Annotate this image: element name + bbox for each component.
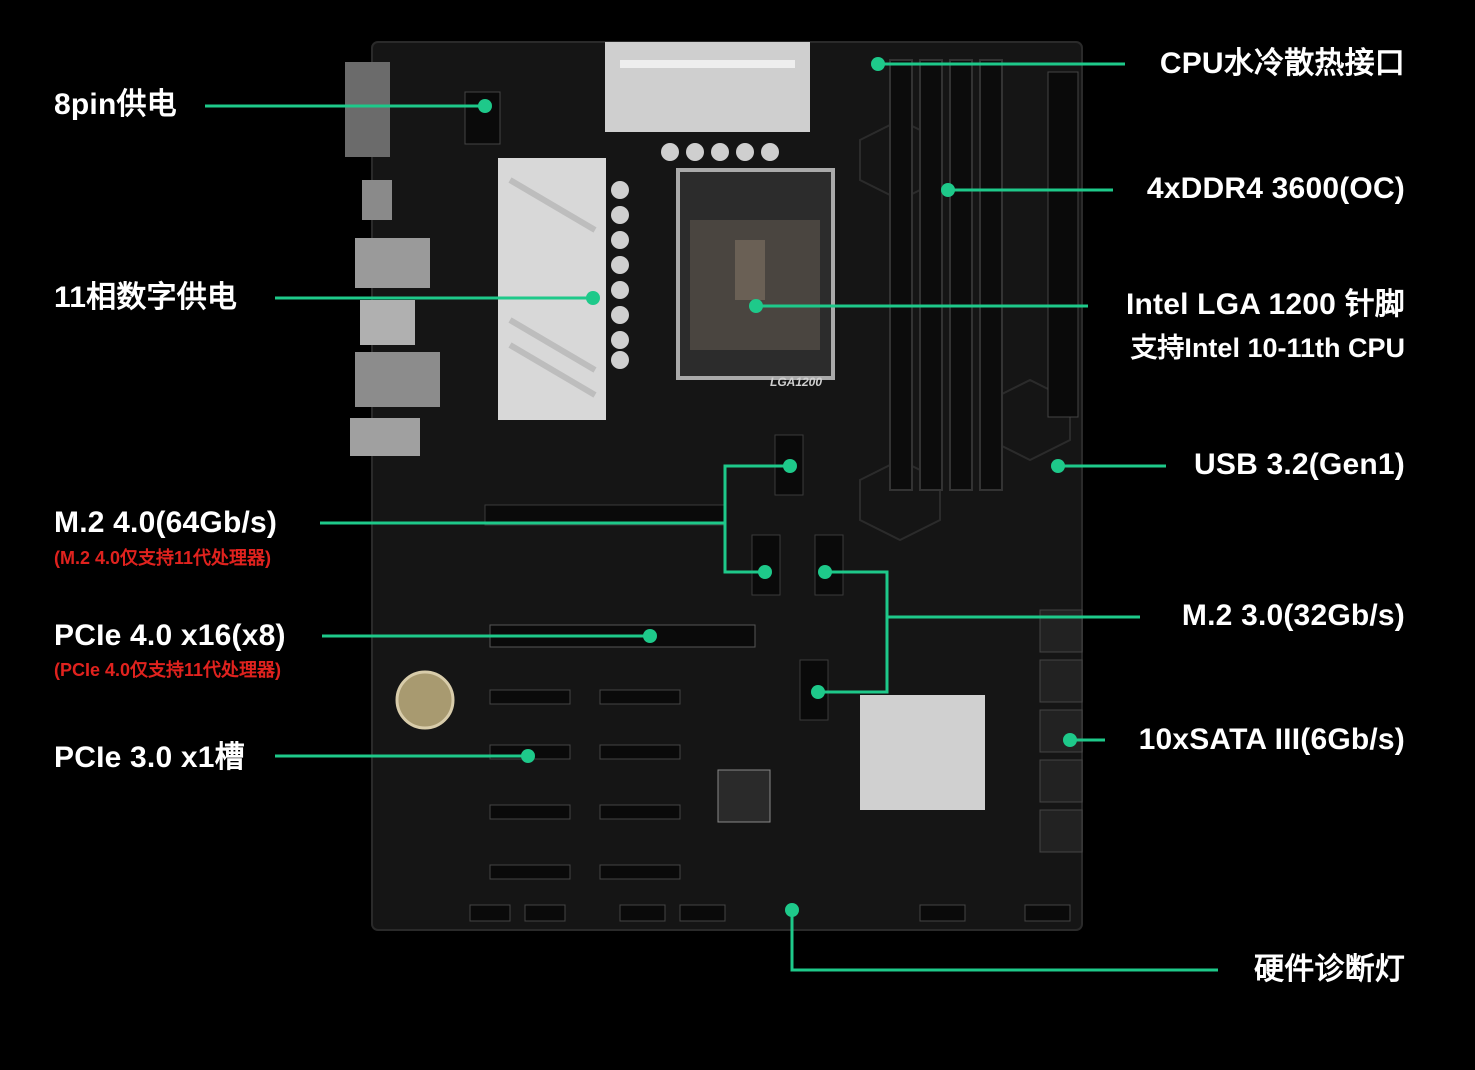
label-8pin-power: 8pin供电 bbox=[54, 88, 177, 121]
label-ddr4: 4xDDR4 3600(OC) bbox=[1146, 172, 1405, 205]
sata-ports bbox=[1039, 609, 1083, 853]
ram-slots bbox=[889, 59, 1003, 491]
label-pcie-30: PCIe 3.0 x1槽 bbox=[54, 741, 245, 774]
pcie-x1-slots bbox=[489, 689, 681, 880]
note-m2-40: (M.2 4.0仅支持11代处理器) bbox=[54, 548, 272, 568]
io-chip bbox=[717, 769, 771, 823]
callout-lines bbox=[205, 62, 1218, 972]
chipset-heatsink bbox=[860, 695, 985, 810]
chokes bbox=[611, 143, 779, 369]
label-cpu-cooler: CPU水冷散热接口 bbox=[1159, 47, 1405, 80]
line-debug bbox=[790, 910, 1218, 972]
label-pcie-40: PCIe 4.0 x16(x8) bbox=[54, 619, 286, 652]
atx24-connector bbox=[1047, 71, 1079, 418]
label-m2-30: M.2 3.0(32Gb/s) bbox=[1181, 599, 1405, 632]
label-socket-support: 支持Intel 10-11th CPU bbox=[1130, 333, 1405, 363]
rear-io bbox=[345, 62, 440, 456]
label-socket: Intel LGA 1200 针脚 bbox=[1125, 288, 1405, 321]
note-pcie-40: (PCIe 4.0仅支持11代处理器) bbox=[54, 660, 282, 680]
label-vrm-phases: 11相数字供电 bbox=[54, 281, 238, 314]
label-usb32: USB 3.2(Gen1) bbox=[1194, 448, 1405, 481]
socket-print: LGA1200 bbox=[770, 375, 822, 389]
label-m2-40: M.2 4.0(64Gb/s) bbox=[54, 506, 278, 539]
line-m2-30 bbox=[818, 570, 889, 694]
line-m2-40-branch bbox=[723, 464, 790, 574]
vrm-heatsink bbox=[498, 158, 606, 420]
callout-dots bbox=[478, 57, 1077, 917]
label-sata: 10xSATA III(6Gb/s) bbox=[1138, 723, 1405, 756]
cmos-battery bbox=[395, 670, 455, 730]
label-debug-led: 硬件诊断灯 bbox=[1254, 953, 1405, 986]
bottom-headers bbox=[469, 904, 1071, 922]
top-heatsink bbox=[605, 42, 810, 132]
